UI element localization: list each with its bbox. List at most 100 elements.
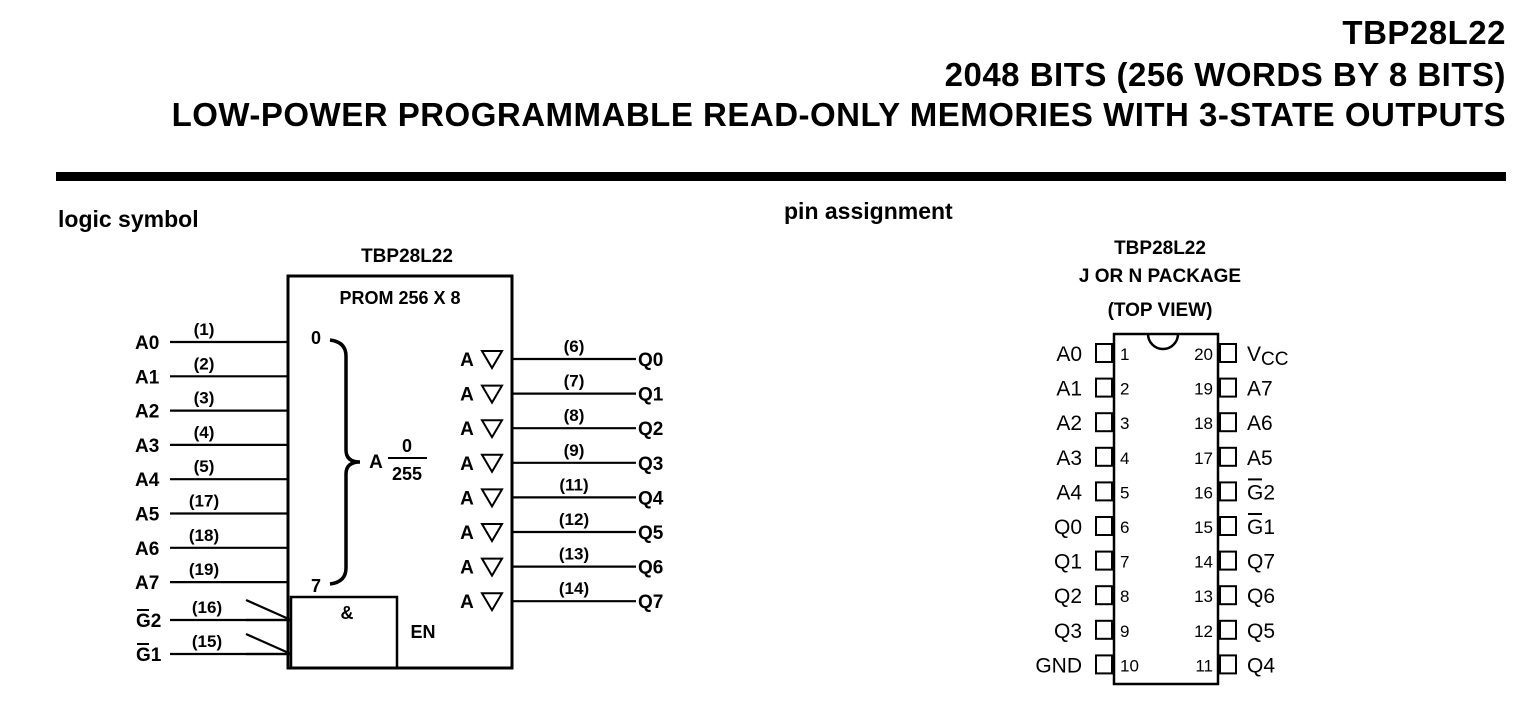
polarity-indicator-g2: [245, 598, 292, 622]
input-pin-a0: (1): [194, 320, 215, 339]
pin-square-5: [1095, 481, 1113, 502]
output-pin-q6: (13): [559, 545, 589, 564]
pin-number-2: 2: [1120, 380, 1129, 399]
pin-name-a3: A3: [1056, 447, 1082, 470]
three-state-symbol-q7: [480, 592, 504, 613]
input-label-a4: A4: [135, 470, 160, 491]
part-number-title: TBP28L22: [1342, 14, 1506, 51]
pin-square-15: [1219, 516, 1237, 536]
pin-name-q3: Q3: [1054, 620, 1082, 643]
output-label-q1: Q1: [638, 385, 664, 406]
pin-square-11: [1219, 654, 1237, 675]
input-label-a7: A7: [135, 573, 159, 594]
input-label-a6: A6: [135, 539, 159, 560]
output-type-label-q1: A: [460, 385, 474, 406]
pin-number-12: 12: [1194, 622, 1213, 641]
pin-name-g1: G1: [1247, 516, 1275, 539]
pin-number-1: 1: [1120, 345, 1129, 364]
three-state-symbol-q6: [480, 557, 504, 578]
dip-package-body: [1112, 332, 1220, 686]
package-device-label: TBP28L22: [1114, 238, 1206, 259]
three-state-symbol-q2: [480, 419, 504, 440]
pin-square-2: [1095, 377, 1113, 398]
pin-square-13: [1219, 585, 1237, 606]
output-label-q2: Q2: [638, 419, 663, 440]
pin-number-14: 14: [1194, 553, 1213, 572]
output-label-q0: Q0: [638, 350, 663, 371]
pin-name-gnd: GND: [1035, 654, 1082, 677]
output-pin-q5: (12): [559, 510, 589, 529]
pin-square-4: [1095, 446, 1113, 467]
enable-pin-g2: (16): [192, 598, 222, 617]
address-bit-top: 0: [311, 328, 321, 348]
pin-name-a0: A0: [1056, 343, 1082, 366]
logic-symbol-heading: logic symbol: [58, 206, 199, 232]
and-label: &: [341, 603, 354, 623]
address-bit-bottom: 7: [311, 576, 321, 596]
pin-square-7: [1095, 550, 1113, 571]
pin-square-12: [1219, 619, 1237, 640]
three-state-symbol-q4: [480, 488, 504, 509]
pin-name-a5: A5: [1247, 447, 1273, 470]
pin-name-v: VCC: [1247, 343, 1288, 370]
output-type-label-q0: A: [460, 350, 474, 371]
output-type-label-q3: A: [460, 454, 474, 475]
output-label-q3: Q3: [638, 454, 663, 475]
pin-square-10: [1095, 654, 1113, 675]
pin-name-q7: Q7: [1247, 551, 1275, 574]
output-pin-q0: (6): [564, 337, 585, 356]
input-pin-a2: (3): [194, 389, 215, 408]
pin-name-g2: G2: [1247, 481, 1275, 504]
logic-device-label: TBP28L22: [361, 246, 453, 267]
input-pin-a5: (17): [189, 492, 219, 511]
three-state-symbol-q3: [480, 453, 504, 474]
pin-name-q1: Q1: [1054, 551, 1082, 574]
output-pin-q7: (14): [559, 579, 589, 598]
pin-name-a4: A4: [1056, 481, 1082, 504]
output-label-q7: Q7: [638, 592, 663, 613]
pin-name-q4: Q4: [1247, 654, 1275, 677]
address-brace: [329, 338, 361, 586]
enable-pin-g1: (15): [192, 632, 222, 651]
output-type-label-q4: A: [460, 488, 474, 509]
pin-assignment-heading: pin assignment: [784, 198, 953, 224]
pin-name-a2: A2: [1056, 412, 1082, 435]
pin-number-17: 17: [1194, 449, 1213, 468]
pin-number-10: 10: [1120, 656, 1139, 675]
pin-name-q2: Q2: [1054, 585, 1082, 608]
pin-square-18: [1219, 412, 1237, 433]
pin-number-20: 20: [1194, 345, 1213, 364]
pin-square-1: [1095, 343, 1113, 363]
output-pin-q4: (11): [559, 475, 588, 494]
input-pin-a1: (2): [194, 354, 215, 373]
pin-name-a1: A1: [1056, 378, 1082, 401]
pin-number-5: 5: [1120, 483, 1129, 502]
logic-symbol: TBP28L22 PROM 256 X 8 0 7 A 0 255 & EN A…: [135, 246, 664, 670]
pin-square-16: [1219, 481, 1237, 502]
pin-number-13: 13: [1194, 587, 1213, 606]
output-label-q6: Q6: [638, 558, 663, 579]
pin-number-18: 18: [1194, 414, 1213, 433]
header-rule: [56, 172, 1506, 181]
input-label-a3: A3: [135, 436, 159, 457]
input-label-a2: A2: [135, 402, 159, 423]
pin-name-q6: Q6: [1247, 585, 1275, 608]
pin-number-15: 15: [1194, 518, 1213, 537]
pin-square-6: [1095, 516, 1113, 536]
pin-name-a6: A6: [1247, 412, 1273, 435]
output-type-label-q7: A: [460, 592, 474, 613]
pin-number-4: 4: [1120, 449, 1129, 468]
enable-label: EN: [410, 622, 435, 642]
enable-label-g1: G1: [136, 645, 162, 666]
three-state-symbol-q0: [480, 350, 504, 370]
output-pin-q2: (8): [564, 406, 585, 425]
pin-number-16: 16: [1194, 483, 1213, 502]
input-label-a5: A5: [135, 505, 160, 526]
output-type-label-q6: A: [460, 558, 474, 579]
output-label-q4: Q4: [638, 488, 664, 509]
output-pin-q1: (7): [564, 372, 585, 391]
pin-square-9: [1095, 619, 1113, 640]
input-pin-a6: (18): [189, 526, 219, 545]
pin-number-19: 19: [1194, 380, 1213, 399]
